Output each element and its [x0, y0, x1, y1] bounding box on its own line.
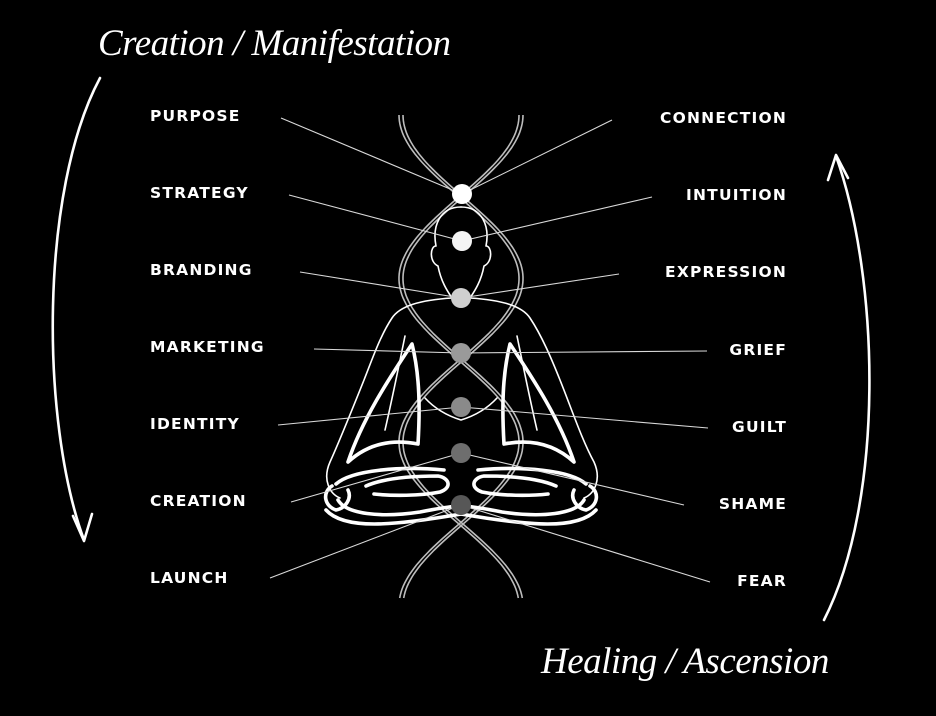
chakra-dot-6 [451, 443, 471, 463]
label-expression: EXPRESSION [665, 263, 787, 281]
label-strategy: STRATEGY [150, 184, 249, 202]
chakra-dot-1 [452, 184, 472, 204]
descending-arrow-icon [51, 76, 102, 542]
label-purpose: PURPOSE [150, 107, 241, 125]
figure-outline-thin [325, 206, 599, 499]
chakra-dot-5 [451, 397, 471, 417]
leader-line-left-2 [288, 194, 463, 242]
label-creation: CREATION [150, 492, 247, 510]
chakra-dot-7 [451, 495, 471, 515]
leader-line-right-1 [461, 119, 613, 195]
leader-line-left-5 [277, 406, 462, 426]
chakra-dot-2 [452, 231, 472, 251]
label-grief: GRIEF [729, 341, 787, 359]
label-shame: SHAME [718, 495, 787, 513]
caption-healing-ascension: Healing / Ascension [541, 641, 829, 682]
label-marketing: MARKETING [150, 338, 265, 356]
label-identity: IDENTITY [150, 415, 240, 433]
caption-creation-manifestation: Creation / Manifestation [98, 23, 451, 64]
label-fear: FEAR [737, 572, 787, 590]
leader-line-right-6 [460, 452, 685, 506]
figure-outline-thick [323, 342, 599, 526]
leader-line-left-1 [280, 117, 463, 195]
label-connection: CONNECTION [660, 109, 787, 127]
chakra-dot-4 [451, 343, 471, 363]
leader-line-right-3 [460, 273, 620, 299]
label-branding: BRANDING [150, 261, 253, 279]
leader-line-left-7 [269, 504, 462, 579]
leader-line-right-7 [460, 504, 711, 583]
leader-line-left-6 [290, 452, 462, 503]
chakra-dot-3 [451, 288, 471, 308]
label-intuition: INTUITION [686, 186, 787, 204]
label-guilt: GUILT [732, 418, 787, 436]
descending-arrowhead-icon [71, 512, 94, 543]
leader-line-right-4 [460, 350, 708, 354]
leader-line-left-3 [299, 271, 462, 299]
ascending-arrowhead-icon [826, 153, 850, 182]
leader-line-right-2 [461, 196, 653, 242]
ascending-arrow-icon [822, 154, 871, 622]
label-launch: LAUNCH [150, 569, 229, 587]
leader-line-left-4 [313, 348, 462, 354]
leader-line-right-5 [460, 406, 709, 429]
